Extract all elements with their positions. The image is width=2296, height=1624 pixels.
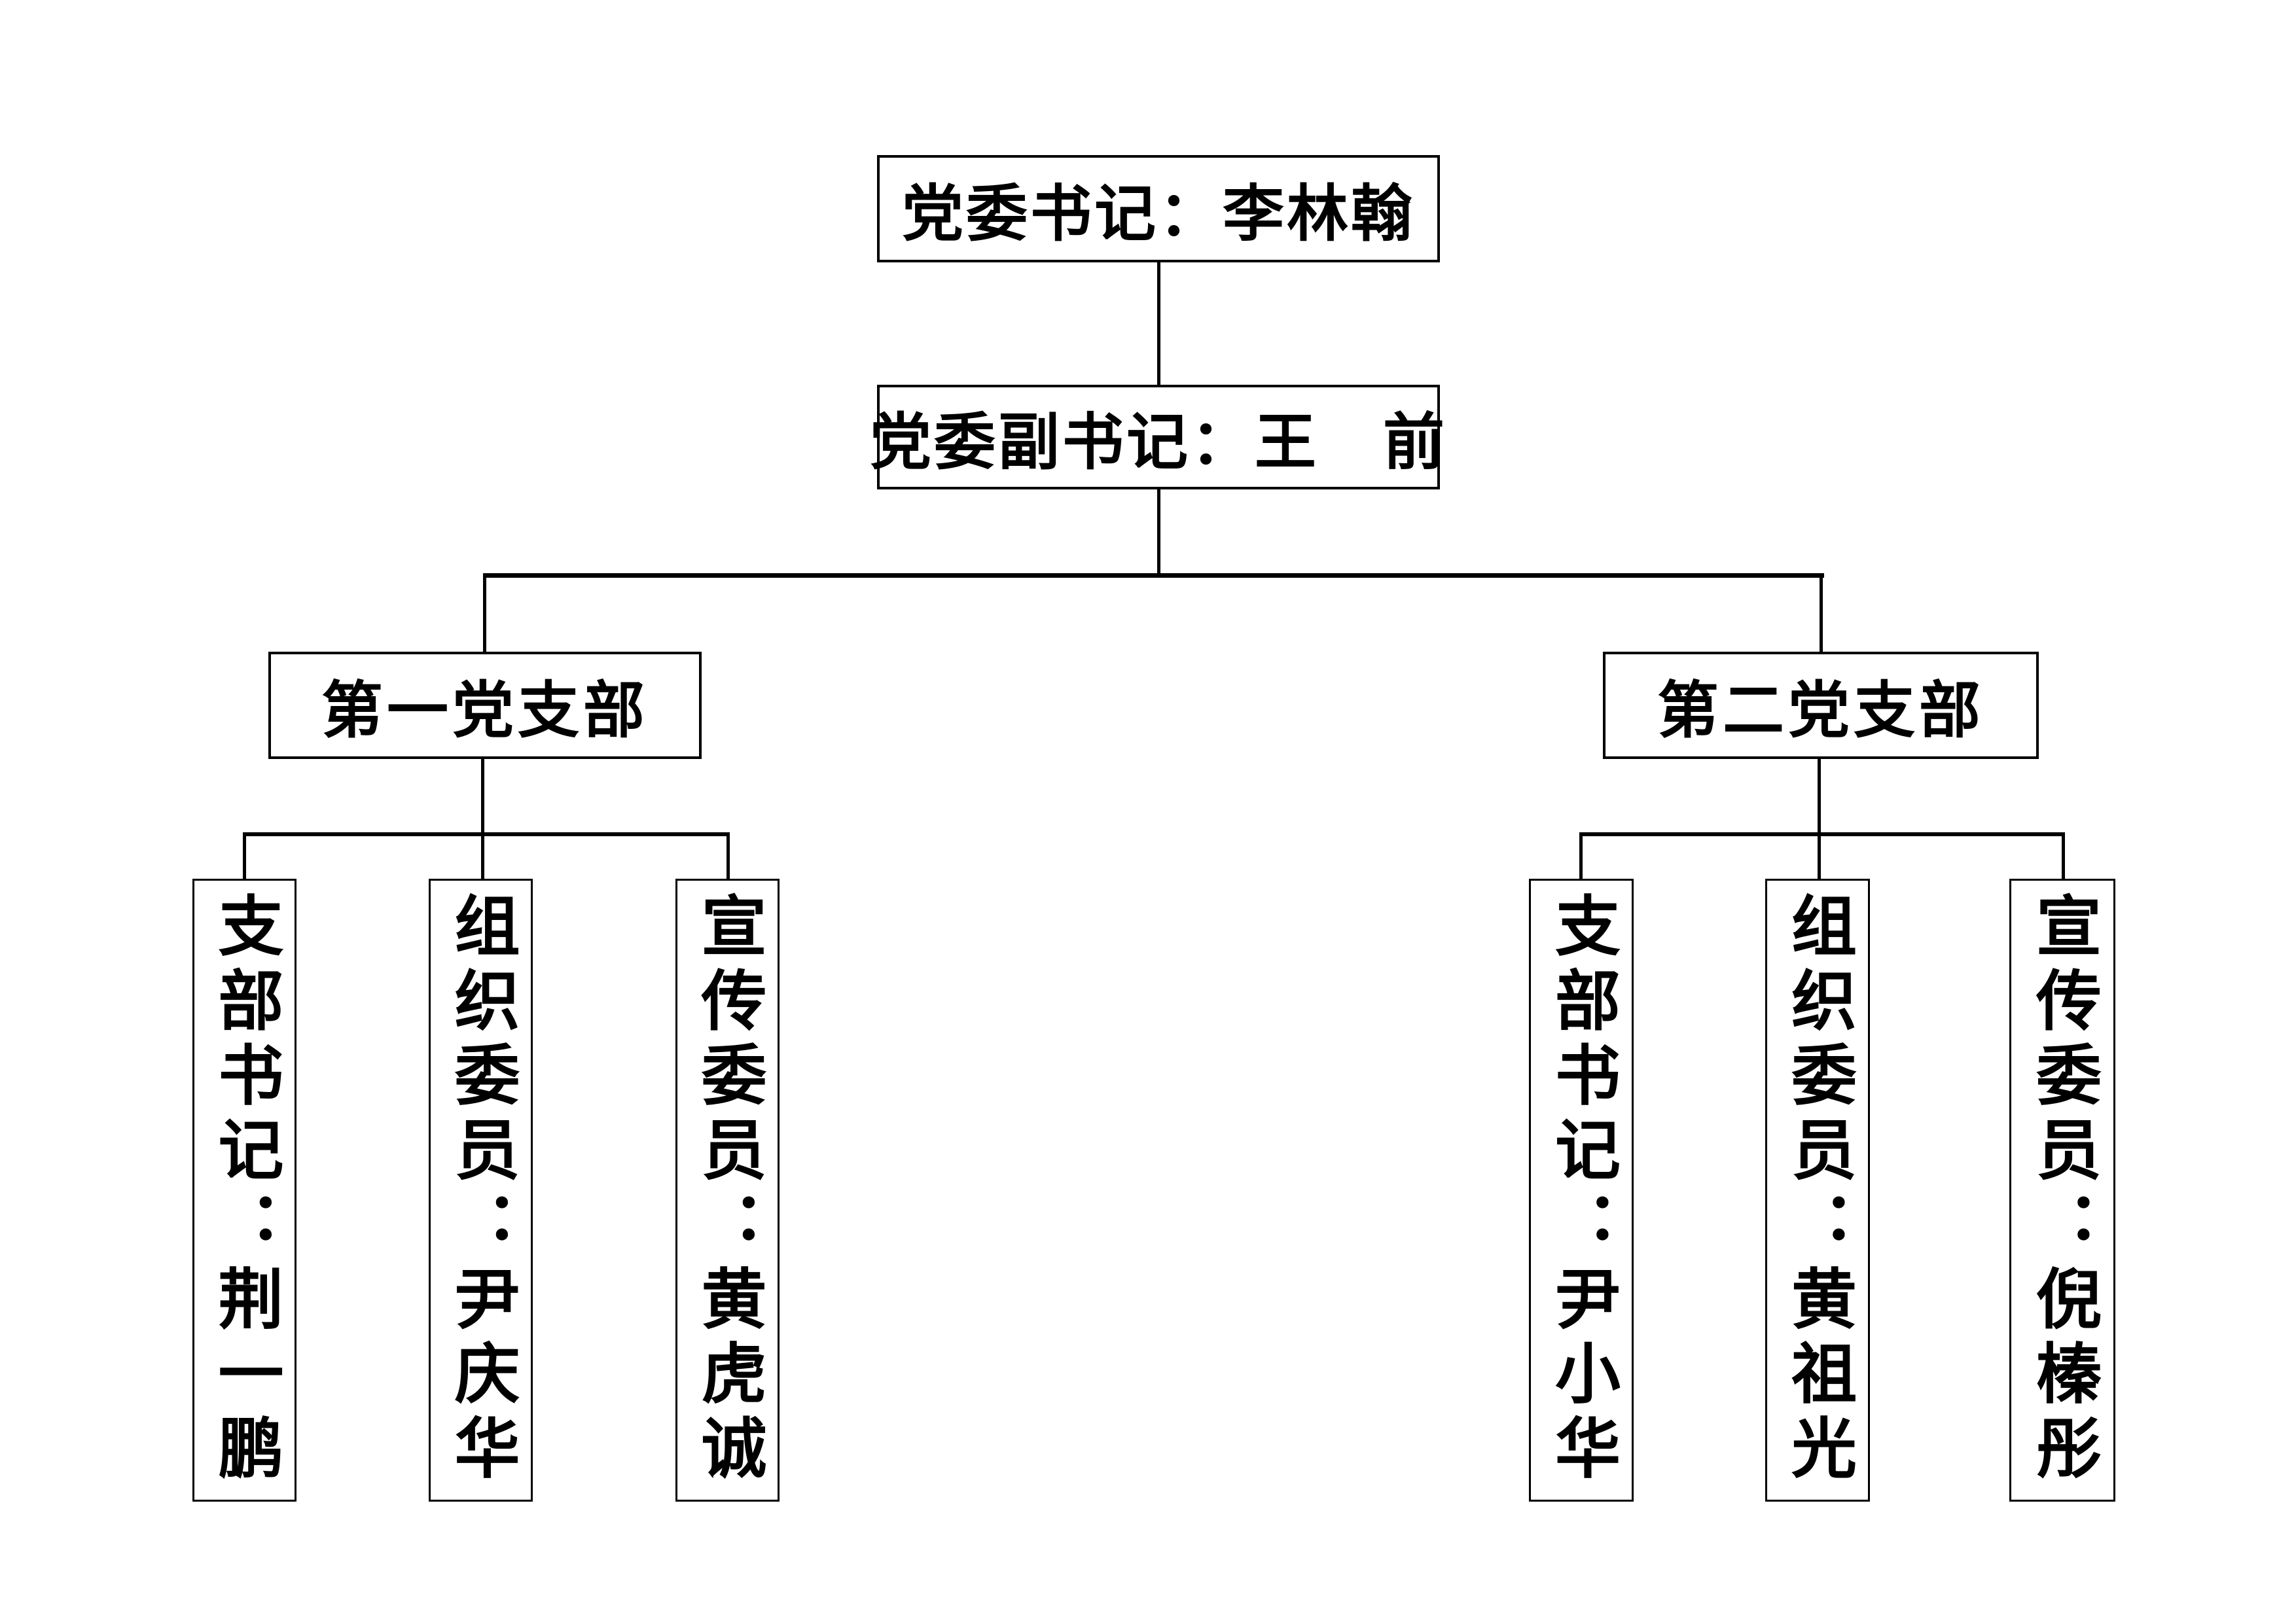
branch1-secretary-label: 支部书记：荆一鹏	[208, 892, 281, 1489]
node-deputy-secretary: 党委副书记：王 前	[870, 385, 1444, 489]
connector-branch1-horizontal	[243, 832, 730, 836]
connector-branch1-down	[481, 759, 484, 879]
connector-branch2-down	[1818, 759, 1821, 879]
connector-branch2-drop	[1820, 573, 1823, 652]
node-branch-1: 第一党支部	[268, 652, 702, 759]
node-branch2-secretary: 支部书记：尹小华	[1529, 879, 1634, 1502]
node-branch2-organization-member: 组织委员：黄祖光	[1765, 879, 1870, 1502]
node-branch2-propaganda-member: 宣传委员：倪榛彤	[2009, 879, 2115, 1502]
deputy-secretary-label: 党委副书记：王 前	[870, 409, 1448, 477]
branch-2-label: 第二党支部	[1657, 677, 1984, 745]
branch1-organization-label: 组织委员：尹庆华	[444, 892, 517, 1489]
node-branch1-secretary: 支部书记：荆一鹏	[192, 879, 296, 1502]
branch2-organization-label: 组织委员：黄祖光	[1781, 892, 1854, 1489]
node-branch1-propaganda-member: 宣传委员：黄虎诚	[675, 879, 780, 1502]
connector-branch2-member3-stub	[2062, 832, 2065, 879]
connector-branch1-member1-stub	[243, 832, 246, 879]
branch2-secretary-label: 支部书记：尹小华	[1545, 892, 1618, 1489]
branch-1-label: 第一党支部	[321, 677, 649, 745]
connector-secretary-deputy	[1157, 262, 1160, 385]
connector-branch1-drop	[483, 573, 486, 652]
connector-branch2-member1-stub	[1579, 832, 1583, 879]
connector-branch2-horizontal	[1579, 832, 2065, 836]
branch2-propaganda-label: 宣传委员：倪榛彤	[2026, 892, 2099, 1489]
node-branch1-organization-member: 组织委员：尹庆华	[429, 879, 533, 1502]
connector-main-horizontal	[483, 573, 1824, 578]
connector-branch1-member3-stub	[726, 832, 730, 879]
node-branch-2: 第二党支部	[1603, 652, 2039, 759]
connector-deputy-down	[1157, 489, 1160, 573]
node-party-secretary: 党委书记：李林翰	[877, 155, 1440, 262]
party-secretary-label: 党委书记：李林翰	[901, 181, 1415, 249]
branch1-propaganda-label: 宣传委员：黄虎诚	[691, 892, 764, 1489]
